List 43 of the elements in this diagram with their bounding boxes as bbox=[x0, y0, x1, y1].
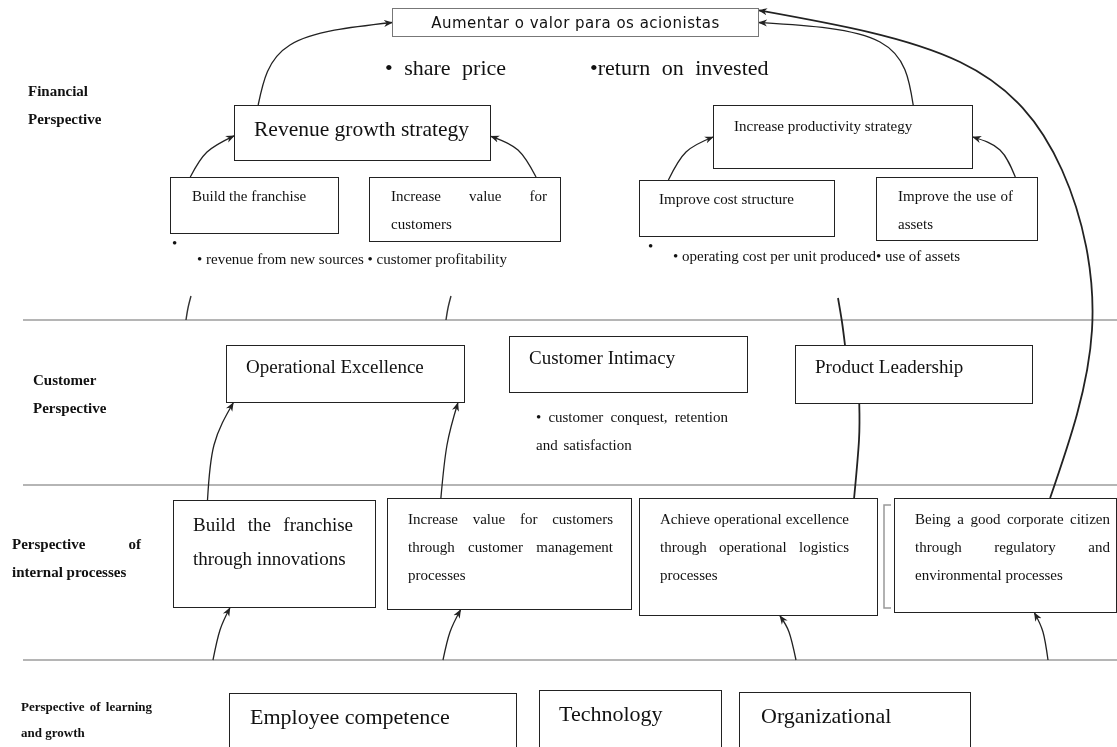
text-box: Aumentar o valor para os acionistas bbox=[392, 8, 759, 37]
arrow bbox=[667, 136, 714, 181]
bullet-text: • operating cost per unit produced• use of assets bbox=[673, 247, 962, 265]
bullet-text: • share price bbox=[385, 55, 508, 81]
text-box: Achieve operational excellence through operational logistics processes bbox=[639, 498, 878, 616]
section-heading: Perspective of learning and growth bbox=[21, 698, 152, 742]
bullet-text: • revenue from new sources • customer profitability bbox=[197, 250, 508, 268]
arrow bbox=[440, 402, 459, 499]
text-box: Technology bbox=[539, 690, 722, 747]
arrow bbox=[972, 136, 1016, 178]
arrow bbox=[206, 402, 234, 501]
arrow bbox=[189, 135, 235, 178]
text-box: Being a good corporate citizen through regulatory and environmental processes bbox=[894, 498, 1117, 613]
text-box: Increase value for customers bbox=[369, 177, 561, 242]
text-box: Improve cost structure bbox=[639, 180, 835, 237]
arrow bbox=[1033, 612, 1049, 661]
section-heading: Perspective of internal processes bbox=[12, 535, 141, 582]
text-box: Build the franchise through innovations bbox=[173, 500, 376, 608]
connector-line bbox=[837, 297, 846, 346]
connector-line bbox=[853, 403, 861, 499]
text-box: Employee competence bbox=[229, 693, 517, 747]
arrow bbox=[758, 8, 1094, 499]
text-box: Increase productivity strategy bbox=[713, 105, 973, 169]
arrow bbox=[257, 19, 393, 106]
arrow bbox=[779, 615, 797, 661]
arrow bbox=[758, 19, 914, 106]
arrow bbox=[212, 607, 231, 661]
arrow bbox=[490, 135, 537, 178]
text-box: Revenue growth strategy bbox=[234, 105, 491, 161]
arrow bbox=[442, 609, 462, 661]
text-box: Organizational bbox=[739, 692, 971, 747]
section-heading: Customer Perspective bbox=[33, 371, 108, 418]
bullet-text: • bbox=[648, 237, 655, 255]
bullet-text: • bbox=[172, 234, 179, 252]
text-box: Product Leadership bbox=[795, 345, 1033, 404]
bullet-text: •return on invested bbox=[590, 55, 770, 81]
text-box: Improve the use of assets bbox=[876, 177, 1038, 241]
section-heading: Financial Perspective bbox=[28, 82, 103, 129]
text-box: Build the franchise bbox=[170, 177, 339, 234]
bullet-text: • customer conquest, retention and satisfaction bbox=[536, 408, 728, 455]
text-box: Customer Intimacy bbox=[509, 336, 748, 393]
text-box: Increase value for customers through customer management processes bbox=[387, 498, 632, 610]
text-box: Operational Excellence bbox=[226, 345, 465, 403]
